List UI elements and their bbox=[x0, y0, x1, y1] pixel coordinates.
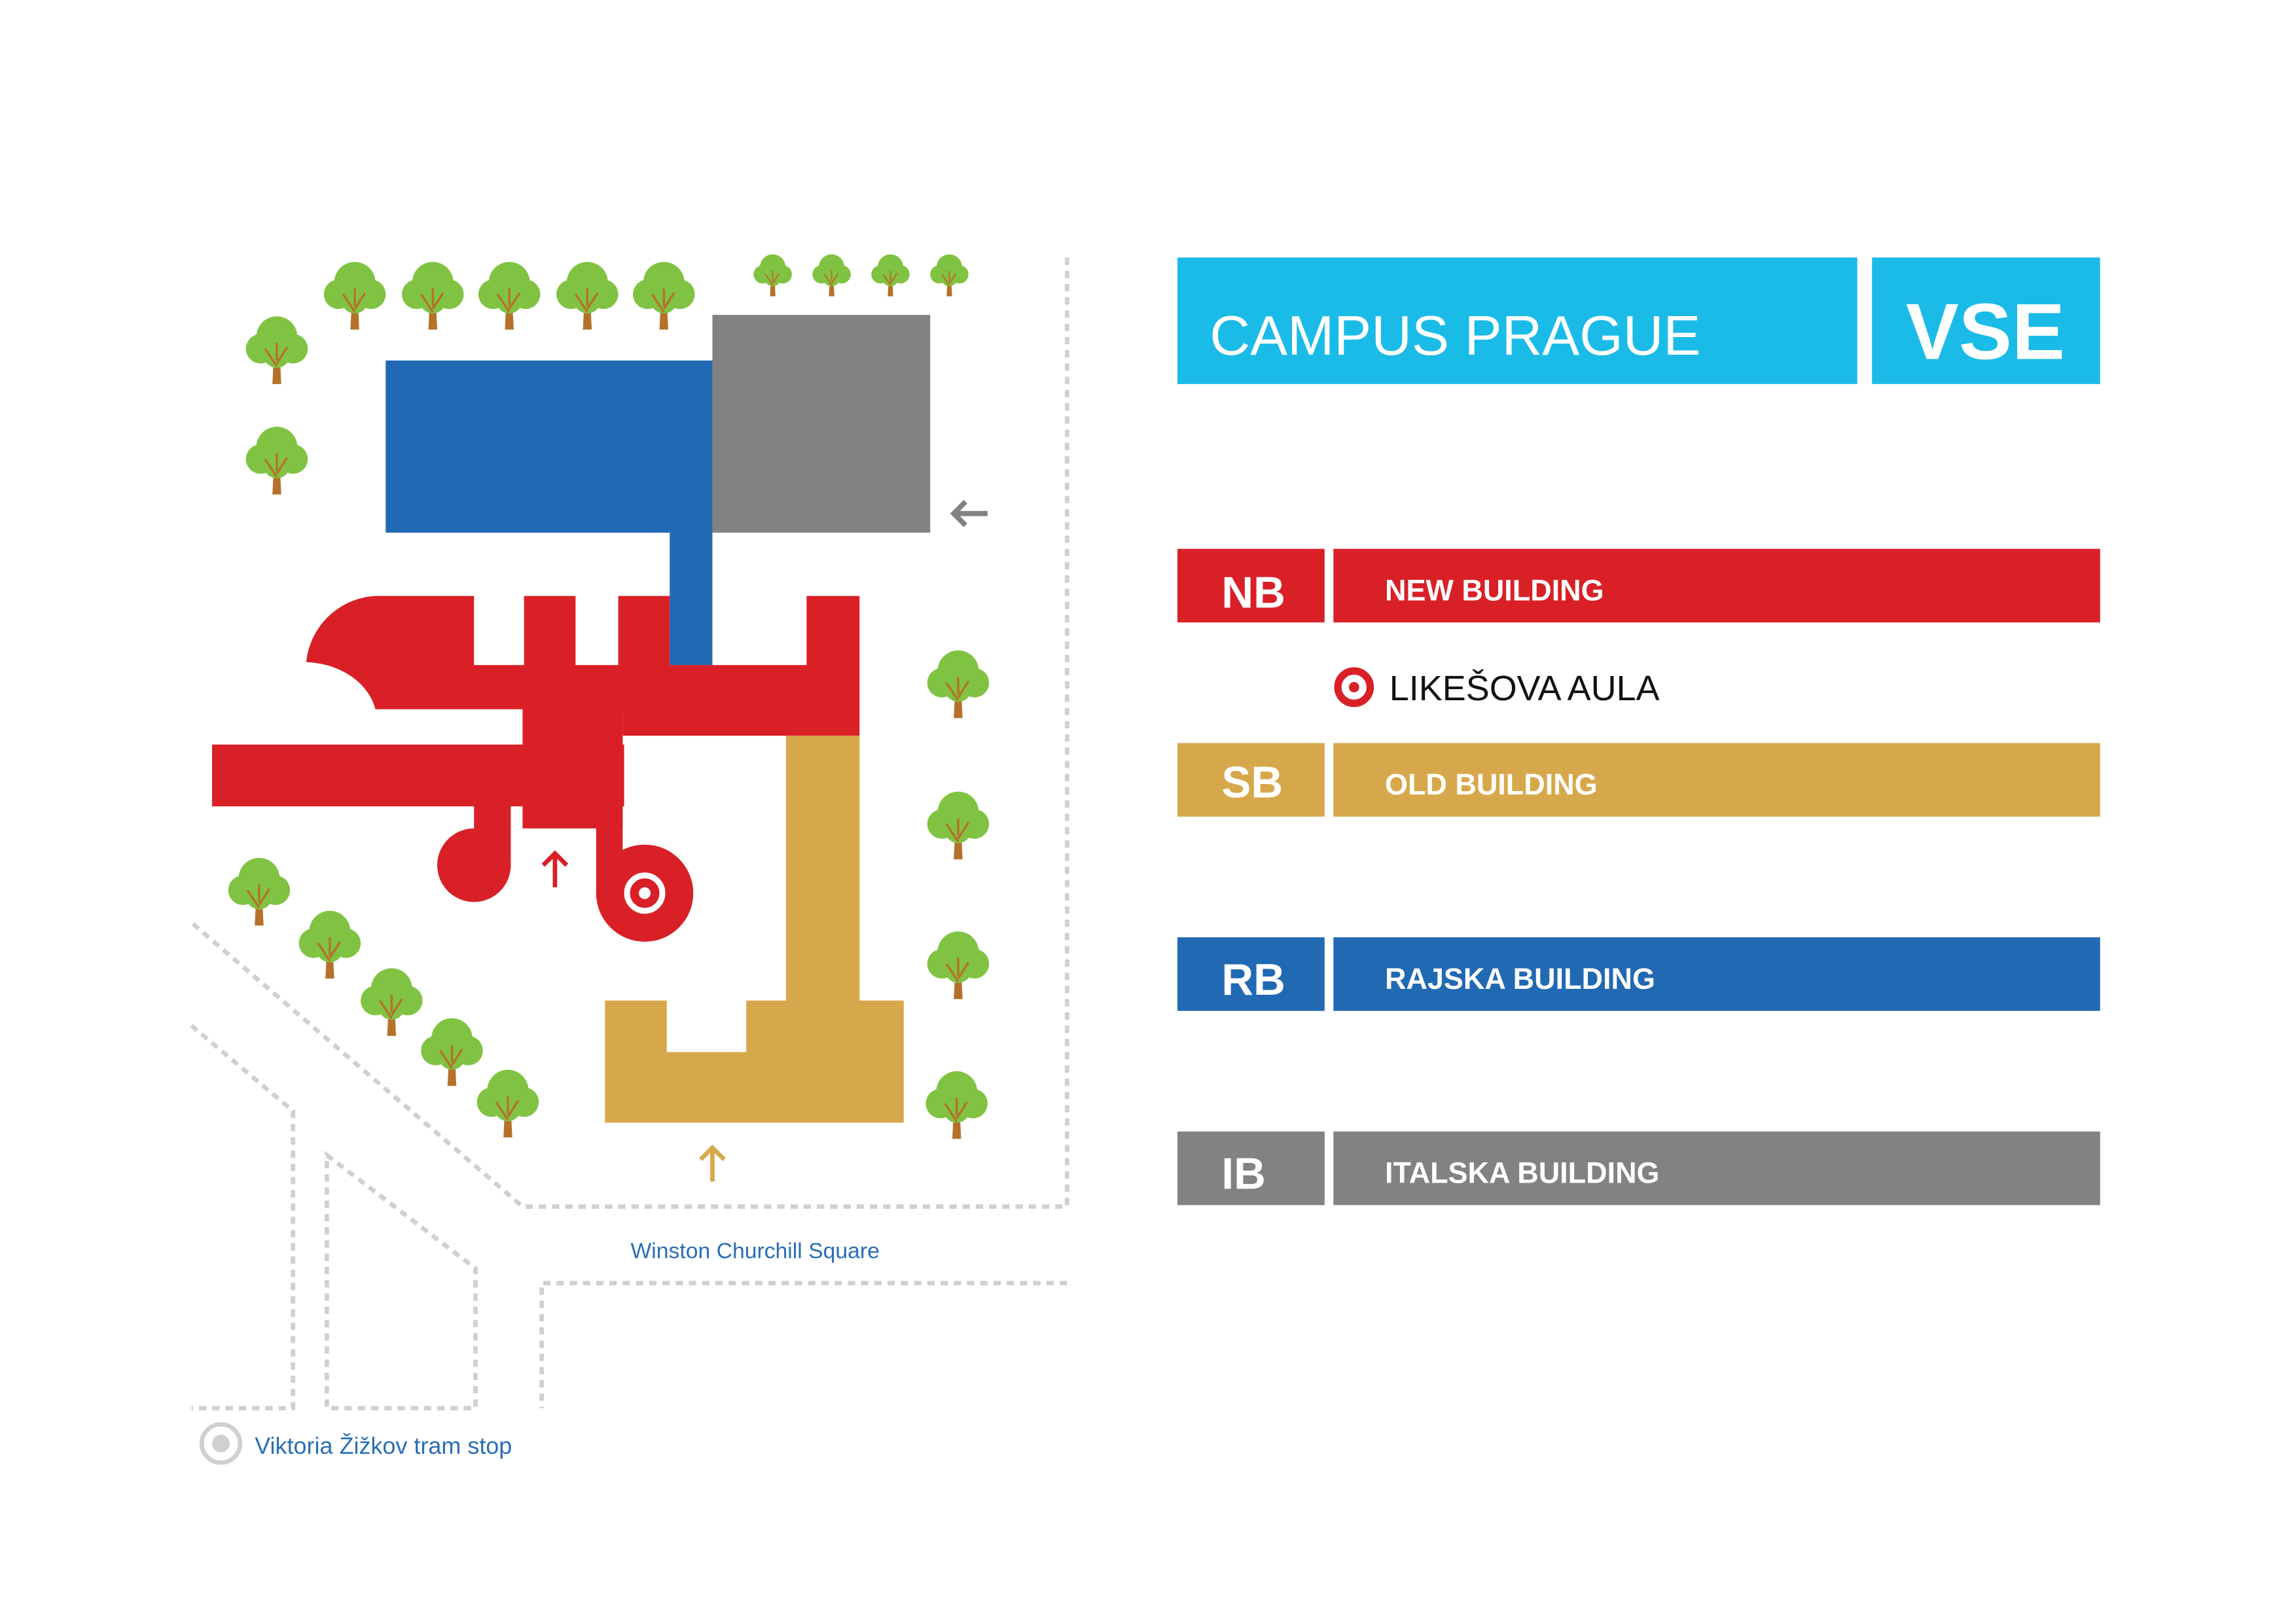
header-bar bbox=[1177, 257, 1857, 384]
roads bbox=[190, 257, 1069, 1411]
legend-item-rb[interactable]: RB RAJSKA BUILDING bbox=[1177, 937, 2100, 1011]
legend-code: NB bbox=[1221, 569, 1285, 618]
rajska-building[interactable] bbox=[386, 360, 713, 666]
arrow-up-icon bbox=[541, 850, 569, 887]
legend-item-likesova-aula[interactable]: LIKEŠOVA AULA bbox=[1334, 667, 1660, 708]
new-building[interactable] bbox=[212, 596, 860, 942]
arrow-up-icon bbox=[699, 1144, 726, 1182]
target-icon bbox=[1334, 667, 1374, 707]
legend-item-nb[interactable]: NB NEW BUILDING bbox=[1177, 548, 2100, 623]
legend-code: RB bbox=[1221, 955, 1285, 1005]
legend-code: IB bbox=[1221, 1150, 1265, 1199]
legend-name: LIKEŠOVA AULA bbox=[1390, 669, 1660, 708]
legend-name: OLD BUILDING bbox=[1385, 768, 1598, 801]
arrow-left-icon bbox=[950, 499, 988, 527]
italska-building[interactable] bbox=[712, 315, 931, 533]
logo-box bbox=[1872, 257, 2100, 384]
legend-item-ib[interactable]: IB ITALSKA BUILDING bbox=[1177, 1132, 2100, 1205]
vse-logo: VSE bbox=[1906, 287, 2065, 376]
legend-item-sb[interactable]: SB OLD BUILDING bbox=[1177, 743, 2100, 817]
legend-name: ITALSKA BUILDING bbox=[1385, 1156, 1660, 1190]
legend-name: RAJSKA BUILDING bbox=[1385, 962, 1655, 995]
likesova-aula-marker[interactable] bbox=[624, 872, 666, 914]
tram-stop-icon bbox=[199, 1422, 243, 1465]
old-building[interactable] bbox=[605, 736, 904, 1123]
tram-stop-label: Viktoria Žižkov tram stop bbox=[255, 1432, 512, 1459]
page-title: CAMPUS PRAGUE bbox=[1210, 305, 1700, 367]
legend-code: SB bbox=[1221, 758, 1283, 808]
square-label: Winston Churchill Square bbox=[630, 1238, 879, 1263]
legend-name: NEW BUILDING bbox=[1385, 573, 1604, 607]
